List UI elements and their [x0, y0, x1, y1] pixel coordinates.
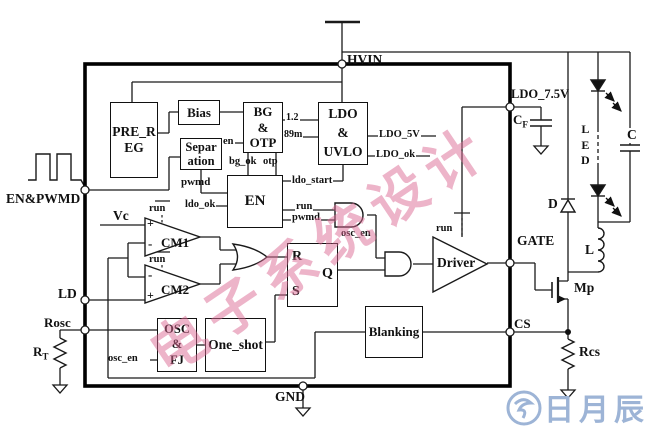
pin-label-en-pwmd: EN&PWMD: [6, 191, 81, 206]
block-separation: Separ ation: [180, 138, 222, 170]
pin-node-hvin: [337, 59, 347, 69]
signal-run-driver: run: [436, 223, 453, 234]
signal-ldo-5v: LDO_5V: [378, 129, 421, 141]
mosfet-icon: [551, 277, 566, 303]
pin-label-ldo75: LDO_7.5V: [511, 87, 569, 101]
block-ldo-uvlo: LDO & UVLO: [318, 102, 368, 165]
resistor-rt-icon: [52, 337, 68, 369]
signal-ref-89m: 89m: [283, 129, 304, 141]
pin-node-gnd: [298, 381, 308, 391]
pin-nodes: [80, 59, 515, 391]
signal-osc-en-in: osc_en: [108, 353, 138, 364]
pin-label-gnd: GND: [275, 389, 305, 404]
block-bg-otp: BG & OTP: [243, 102, 283, 153]
driver-triangle: [432, 235, 489, 294]
comparator-cm1-triangle: [144, 217, 203, 257]
pin-node-ldo75: [505, 102, 515, 112]
run-tick-dashes: [161, 215, 463, 271]
resistor-rcs-icon: [560, 338, 576, 370]
signal-run-cm1: run: [149, 203, 166, 214]
signal-osc-en: osc_en: [341, 228, 371, 239]
rt-label: RT: [33, 344, 49, 362]
block-pre-reg: PRE_R EG: [110, 102, 158, 178]
driver-label: Driver: [437, 255, 476, 270]
signal-bg-ok: bg_ok: [229, 156, 257, 167]
junction-dot: [565, 329, 571, 335]
pin-label-hvin: HVIN: [347, 52, 383, 67]
pin-label-ld: LD: [58, 286, 77, 301]
chip-boundary: [83, 62, 512, 388]
freewheel-diode-icon: [559, 198, 577, 213]
signal-run-en: run: [295, 201, 314, 213]
signal-en: en: [222, 136, 235, 148]
block-one-shot: One_shot: [205, 318, 266, 372]
signal-pwmd-en: pwmd: [291, 212, 322, 224]
diode-label: D: [548, 196, 558, 211]
signal-ldo-ok-in: ldo_ok: [184, 199, 217, 211]
signal-run-cm2: run: [149, 254, 166, 265]
pwm-waveform-icon: [28, 153, 86, 188]
or-gate-icon: [231, 243, 269, 271]
cm2-label: CM2: [161, 282, 190, 297]
rcs-label: Rcs: [579, 344, 600, 359]
cf-label: CF: [513, 112, 528, 130]
cm2-plus-sign: +: [147, 288, 154, 302]
block-blanking: Blanking: [365, 306, 423, 358]
signal-pwmd-sep: pwmd: [181, 176, 211, 188]
inductor-label: L: [585, 242, 595, 257]
pin-node-gate: [505, 258, 515, 268]
signal-ldo-start: ldo_start: [291, 175, 334, 187]
pin-node-ld: [80, 295, 90, 305]
pin-label-gate: GATE: [517, 233, 555, 248]
block-osc-fj: OSC & FJ: [157, 318, 197, 372]
signal-otp: otp: [263, 156, 278, 167]
led-emission-arrows: [604, 91, 622, 217]
pin-label-cs: CS: [514, 316, 531, 331]
mosfet-label: Mp: [574, 280, 595, 295]
cm1-minus-sign: -: [148, 236, 153, 251]
block-en: EN: [227, 175, 283, 228]
capacitor-out-icon: [620, 144, 640, 152]
cm2-minus-sign: -: [148, 267, 153, 282]
block-bias: Bias: [178, 100, 220, 125]
led-string-icon: [589, 79, 607, 198]
capacitor-cf-icon: [530, 119, 552, 127]
watermark-logo-circle: [506, 390, 542, 426]
pin-node-rosc: [80, 325, 90, 335]
comparator-cm2-triangle: [144, 264, 203, 304]
cm1-plus-sign: +: [147, 216, 154, 230]
signal-ref-1v2: 1.2: [285, 112, 300, 124]
pin-node-en-pwmd: [80, 185, 90, 195]
ground-icons: [51, 145, 577, 417]
latch-s-label: S: [292, 284, 300, 299]
out-cap-label: C: [626, 127, 638, 143]
latch-r-label: R: [292, 249, 303, 264]
cm1-label: CM1: [161, 235, 190, 250]
pin-label-rosc: Rosc: [44, 315, 71, 330]
block-sr-latch: [287, 243, 338, 307]
signal-vc: Vc: [113, 208, 129, 223]
signal-ldo-ok: LDO_ok: [375, 149, 417, 161]
inductor-coil-icon: [597, 227, 605, 273]
and-gate-pwm-icon: [334, 202, 364, 228]
led-label: L E D: [581, 122, 590, 168]
pin-node-cs: [505, 327, 515, 337]
latch-q-label: Q: [322, 266, 333, 281]
and-gate-osc-icon: [384, 251, 412, 277]
